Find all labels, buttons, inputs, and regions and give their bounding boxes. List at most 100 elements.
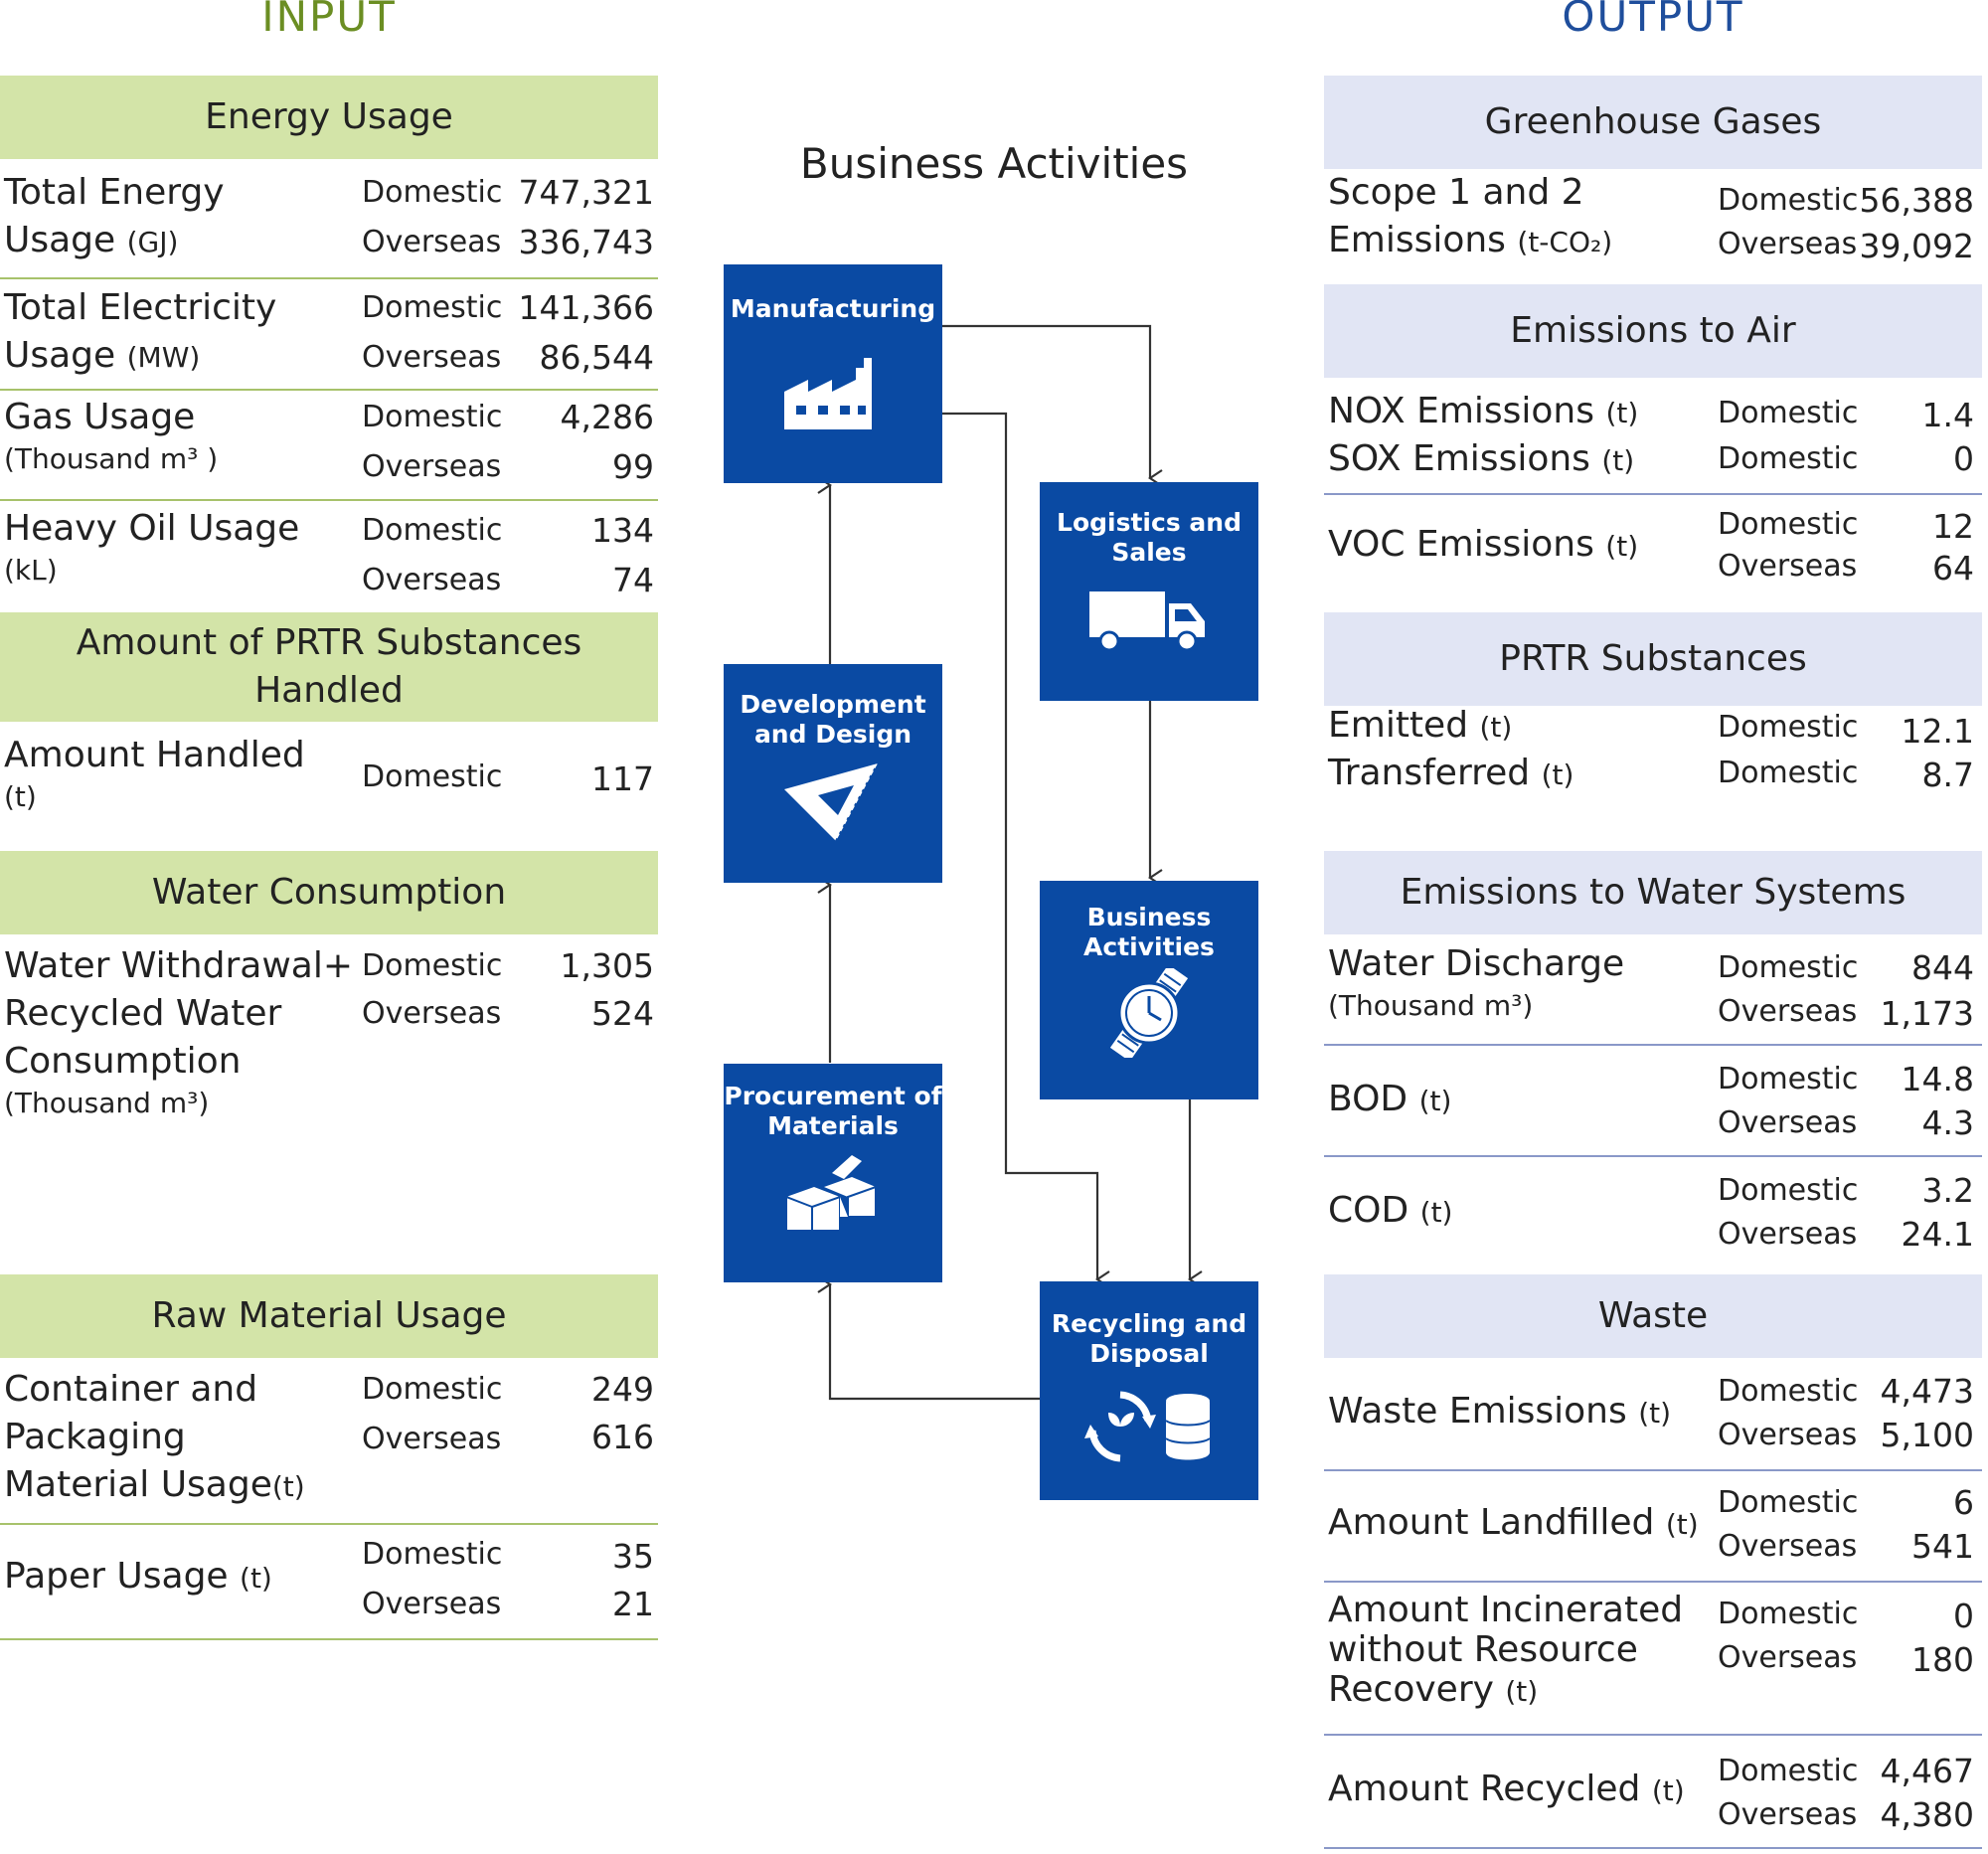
bod-domestic-value: 14.8 [1901, 1060, 1974, 1098]
electricity-overseas-value: 86,544 [539, 338, 654, 377]
region-domestic: Domestic [1718, 507, 1859, 542]
region-domestic: Domestic [1718, 1374, 1859, 1409]
bod-overseas-value: 4.3 [1921, 1103, 1974, 1142]
incinerated-domestic-value: 0 [1953, 1597, 1974, 1635]
gas-overseas-value: 99 [612, 447, 654, 486]
region-overseas: Overseas [1718, 1105, 1858, 1140]
container-overseas-value: 616 [591, 1418, 654, 1456]
region-overseas: Overseas [362, 563, 502, 597]
greenhouse-gases-header: Greenhouse Gases [1324, 76, 1982, 169]
voc-domestic-value: 12 [1932, 507, 1974, 546]
divider [1324, 1847, 1982, 1849]
amount-recycled-label: Amount Recycled (t) [1328, 1769, 1685, 1809]
arrow-manufacturing-to-logistics [942, 324, 1163, 487]
heavy-oil-label: Heavy Oil Usage (kL) [4, 508, 300, 587]
emissions-water-header: Emissions to Water Systems [1324, 851, 1982, 934]
transferred-label: Transferred (t) [1328, 753, 1574, 793]
logistics-box: Logistics and Sales [1040, 482, 1258, 701]
region-overseas: Overseas [1718, 549, 1858, 584]
arrow-manufacturing-to-recycling [942, 412, 1110, 1288]
divider [1324, 1581, 1982, 1583]
region-overseas: Overseas [1718, 227, 1858, 261]
raw-material-header: Raw Material Usage [0, 1274, 658, 1358]
paper-usage-label: Paper Usage (t) [4, 1556, 272, 1597]
region-domestic: Domestic [362, 948, 503, 983]
business-activities-title: Business Activities [799, 139, 1189, 188]
total-energy-overseas-value: 336,743 [518, 223, 654, 261]
region-domestic: Domestic [1718, 183, 1859, 218]
divider [1324, 1469, 1982, 1471]
divider [1324, 1044, 1982, 1046]
region-overseas: Overseas [362, 340, 502, 375]
divider [1324, 1155, 1982, 1157]
recycling-label: Recycling and Disposal [1051, 1309, 1247, 1368]
region-overseas: Overseas [1718, 1418, 1858, 1452]
divider [1324, 493, 1982, 495]
region-domestic: Domestic [1718, 396, 1859, 430]
scope-overseas-value: 39,092 [1859, 227, 1974, 265]
sox-domestic-value: 0 [1953, 439, 1974, 478]
amount-incinerated-label: Amount Incinerated without Resource Reco… [1328, 1590, 1684, 1710]
scope-domestic-value: 56,388 [1859, 181, 1974, 220]
development-label: Development and Design [740, 690, 926, 749]
region-domestic: Domestic [1718, 950, 1859, 985]
region-domestic: Domestic [1718, 1754, 1859, 1788]
container-packaging-label: Container and Packaging Material Usage(t… [4, 1369, 305, 1505]
divider [0, 1523, 658, 1525]
recycle-drum-icon [1040, 1387, 1258, 1466]
region-domestic: Domestic [1718, 441, 1859, 476]
logistics-label: Logistics and Sales [1057, 508, 1242, 567]
divider [0, 499, 658, 501]
voc-overseas-value: 64 [1932, 549, 1974, 588]
bod-label: BOD (t) [1328, 1079, 1452, 1119]
transferred-domestic-value: 8.7 [1921, 756, 1974, 794]
region-overseas: Overseas [362, 449, 502, 484]
container-domestic-value: 249 [591, 1370, 654, 1409]
region-domestic: Domestic [362, 290, 503, 325]
energy-usage-header: Energy Usage [0, 76, 658, 159]
region-domestic: Domestic [1718, 1597, 1859, 1631]
region-overseas: Overseas [1718, 1797, 1858, 1832]
region-domestic: Domestic [362, 1537, 503, 1572]
business-activities-label: Business Activities [1083, 903, 1215, 961]
scope-emissions-label: Scope 1 and 2 Emissions (t-CO₂) [1328, 172, 1613, 260]
region-overseas: Overseas [1718, 1217, 1858, 1252]
region-overseas: Overseas [1718, 994, 1858, 1029]
total-electricity-label: Total Electricity Usage (MW) [4, 287, 277, 376]
manufacturing-box: Manufacturing [724, 264, 942, 483]
divider [0, 277, 658, 279]
procurement-box: Procurement of Materials [724, 1064, 942, 1282]
waste-emissions-domestic-value: 4,473 [1880, 1372, 1974, 1411]
watch-icon [1040, 968, 1258, 1058]
region-domestic: Domestic [362, 513, 503, 548]
region-overseas: Overseas [362, 1587, 502, 1621]
prtr-substances-header: PRTR Substances [1324, 612, 1982, 706]
landfilled-overseas-value: 541 [1911, 1527, 1974, 1566]
nox-emissions-label: NOX Emissions (t) [1328, 391, 1639, 431]
gas-domestic-value: 4,286 [560, 398, 654, 436]
incinerated-overseas-value: 180 [1911, 1640, 1974, 1679]
amount-handled-label: Amount Handled (t) [4, 735, 305, 813]
sox-emissions-label: SOX Emissions (t) [1328, 438, 1635, 479]
amount-landfilled-label: Amount Landfilled (t) [1328, 1502, 1699, 1543]
divider [1324, 1734, 1982, 1736]
electricity-domestic-value: 141,366 [518, 288, 654, 327]
heavy-oil-overseas-value: 74 [612, 561, 654, 599]
water-consumption-header: Water Consumption [0, 851, 658, 934]
paper-overseas-value: 21 [612, 1585, 654, 1623]
cod-overseas-value: 24.1 [1901, 1215, 1974, 1254]
gas-usage-label: Gas Usage (Thousand m³ ) [4, 397, 219, 475]
boxes-icon [724, 1147, 942, 1237]
emitted-domestic-value: 12.1 [1901, 712, 1974, 751]
waste-emissions-label: Waste Emissions (t) [1328, 1391, 1672, 1432]
heavy-oil-domestic-value: 134 [591, 511, 654, 550]
manufacturing-label: Manufacturing [730, 294, 936, 323]
input-title: INPUT [261, 0, 397, 41]
emitted-label: Emitted (t) [1328, 705, 1513, 746]
region-domestic: Domestic [362, 759, 503, 794]
region-domestic: Domestic [362, 1372, 503, 1407]
region-overseas: Overseas [362, 1422, 502, 1456]
procurement-label: Procurement of Materials [724, 1082, 942, 1140]
region-domestic: Domestic [1718, 756, 1859, 790]
region-overseas: Overseas [362, 225, 502, 259]
